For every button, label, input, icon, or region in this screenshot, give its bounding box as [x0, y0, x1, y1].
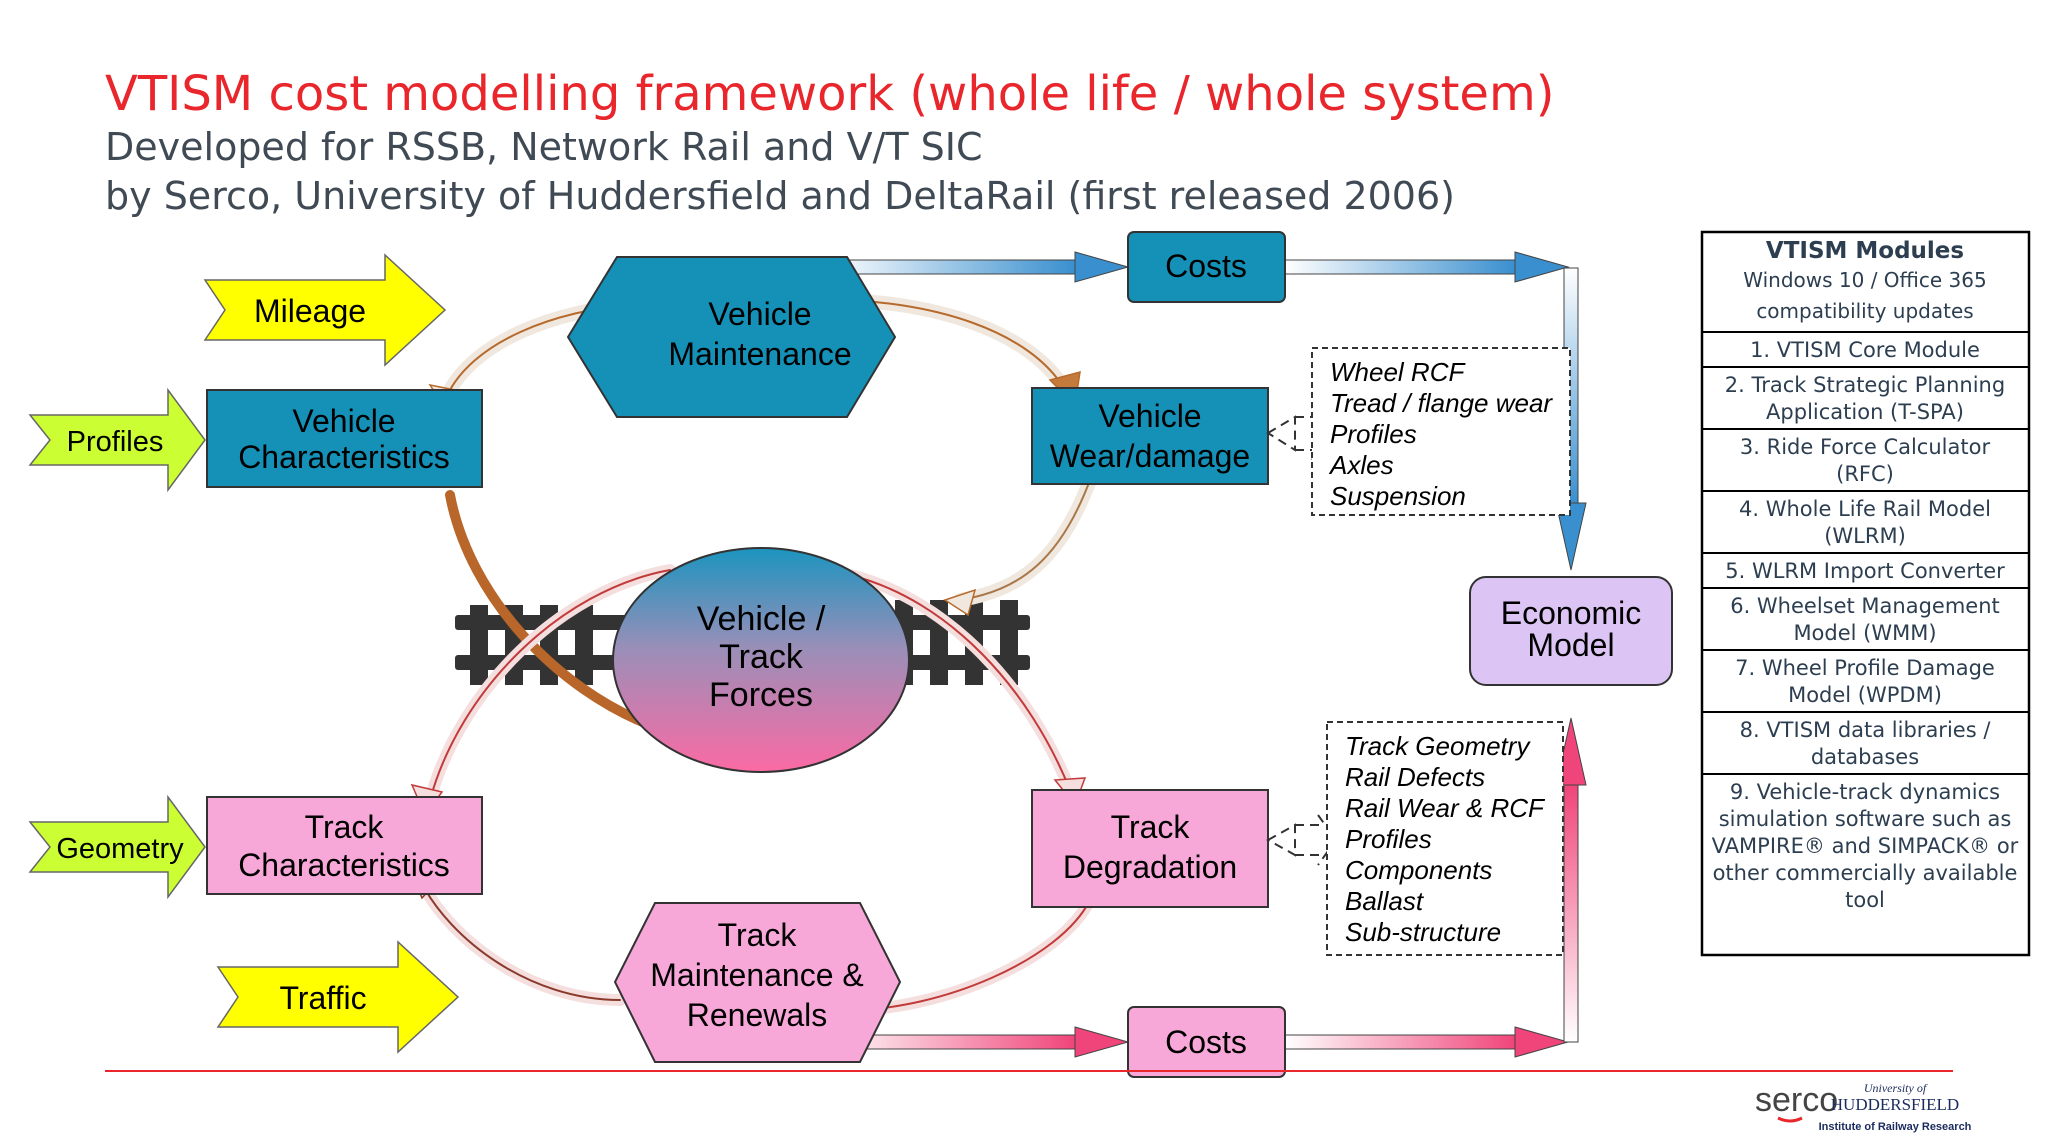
input-arrow-traffic: Traffic: [216, 940, 460, 1054]
traffic-label: Traffic: [279, 980, 366, 1016]
track-degradation-line-2: Degradation: [1063, 849, 1237, 885]
forces-line-3: Forces: [709, 676, 813, 714]
costs-top-label: Costs: [1165, 248, 1247, 284]
track-degradation-detail: Components: [1345, 855, 1492, 885]
modules-title: VTISM Modules: [1766, 238, 1964, 264]
track-maintenance-line-1: Track: [718, 917, 798, 953]
track-characteristics-line-2: Characteristics: [238, 847, 450, 883]
geometry-label: Geometry: [56, 833, 184, 865]
forces-line-2: Track: [719, 638, 804, 676]
track-degradation-detail: Profiles: [1345, 824, 1432, 854]
module-item-9: tool: [1845, 888, 1885, 912]
vehicle-wear-line-1: Vehicle: [1098, 398, 1201, 434]
economic-model-box: Economic Model: [1469, 576, 1673, 686]
subtitle-line-1: Developed for RSSB, Network Rail and V/T…: [105, 125, 983, 169]
serco-logo: serco: [1755, 1081, 1838, 1123]
module-item-4: 4. Whole Life Rail Model: [1739, 497, 1991, 521]
module-item-6: 6. Wheelset Management: [1730, 594, 2000, 618]
track-degradation-details-box: Track Geometry Rail Defects Rail Wear & …: [1326, 721, 1564, 956]
track-characteristics-box: Track Characteristics: [206, 796, 483, 895]
vehicle-maintenance-hexagon: Vehicle Maintenance: [566, 256, 897, 418]
track-degradation-detail: Ballast: [1345, 886, 1425, 916]
track-degradation-detail: Rail Defects: [1345, 762, 1485, 792]
vehicle-maintenance-line-2: Maintenance: [668, 336, 851, 372]
module-item-9: simulation software such as: [1719, 807, 2012, 831]
vehicle-track-forces-ellipse: Vehicle / Track Forces: [612, 547, 910, 773]
economic-model-line-1: Economic: [1501, 595, 1642, 631]
costs-bottom-box: Costs: [1127, 1006, 1286, 1078]
vehicle-wear-detail: Wheel RCF: [1330, 357, 1466, 387]
vehicle-wear-detail: Suspension: [1330, 481, 1466, 511]
module-item-4: (WLRM): [1824, 524, 1906, 548]
huddersfield-logo: University of HUDDERSFIELD Institute of …: [1819, 1081, 1972, 1133]
module-item-1: 1. VTISM Core Module: [1750, 338, 1980, 362]
serco-smile: [1777, 1116, 1803, 1123]
track-degradation-detail: Track Geometry: [1345, 731, 1531, 761]
costs-bottom-label: Costs: [1165, 1024, 1247, 1060]
uni-name-text: HUDDERSFIELD: [1831, 1095, 1959, 1114]
uni-institute-text: Institute of Railway Research: [1819, 1121, 1972, 1133]
flow-arrow-bottom-costs-to-economic: [1284, 717, 1587, 1058]
input-arrow-mileage: Mileage: [203, 253, 447, 367]
vehicle-wear-box: Vehicle Wear/damage: [1031, 387, 1269, 485]
module-item-7: Model (WPDM): [1788, 683, 1942, 707]
page-title: VTISM cost modelling framework (whole li…: [105, 66, 1554, 122]
input-arrow-profiles: Profiles: [28, 387, 206, 493]
module-item-2: Application (T-SPA): [1766, 400, 1964, 424]
module-item-9: VAMPIRE® and SIMPACK® or: [1712, 834, 2019, 858]
forces-line-1: Vehicle /: [697, 600, 826, 638]
vehicle-characteristics-line-2: Characteristics: [238, 439, 450, 475]
module-item-8: databases: [1811, 745, 1919, 769]
module-item-3: 3. Ride Force Calculator: [1740, 435, 1991, 459]
vehicle-characteristics-line-1: Vehicle: [292, 403, 395, 439]
module-item-7: 7. Wheel Profile Damage: [1735, 656, 1995, 680]
subtitle-line-2: by Serco, University of Huddersfield and…: [105, 174, 1455, 218]
costs-top-box: Costs: [1127, 231, 1286, 303]
track-degradation-connector: [1265, 814, 1338, 866]
module-item-6: Model (WMM): [1793, 621, 1936, 645]
module-item-5: 5. WLRM Import Converter: [1725, 559, 2005, 583]
profiles-label: Profiles: [67, 426, 164, 458]
uni-top-text: University of: [1864, 1081, 1928, 1095]
module-item-2: 2. Track Strategic Planning: [1725, 373, 2005, 397]
modules-subtitle-2: compatibility updates: [1756, 299, 1973, 323]
module-item-8: 8. VTISM data libraries /: [1740, 718, 1992, 742]
cycle-arrows: [414, 293, 1097, 1016]
serco-logo-text: serco: [1755, 1081, 1838, 1119]
module-item-9: other commercially available: [1713, 861, 2018, 885]
input-arrow-geometry: Geometry: [28, 794, 206, 900]
module-item-3: (RFC): [1836, 462, 1894, 486]
mileage-label: Mileage: [254, 293, 366, 329]
track-maintenance-hexagon: Track Maintenance & Renewals: [613, 902, 902, 1063]
track-maintenance-line-3: Renewals: [687, 997, 828, 1033]
track-degradation-detail: Sub-structure: [1345, 917, 1501, 947]
economic-model-line-2: Model: [1527, 627, 1614, 663]
track-characteristics-line-1: Track: [305, 809, 385, 845]
vehicle-wear-detail: Axles: [1328, 450, 1394, 480]
track-maintenance-line-2: Maintenance &: [650, 957, 863, 993]
modules-list: 1. VTISM Core Module 2. Track Strategic P…: [1702, 331, 2029, 912]
track-degradation-detail: Rail Wear & RCF: [1345, 793, 1546, 823]
vehicle-wear-line-2: Wear/damage: [1050, 438, 1250, 474]
module-item-9: 9. Vehicle-track dynamics: [1730, 780, 2000, 804]
vehicle-wear-detail: Profiles: [1330, 419, 1417, 449]
vehicle-maintenance-line-1: Vehicle: [708, 296, 811, 332]
modules-subtitle-1: Windows 10 / Office 365: [1743, 268, 1986, 292]
track-degradation-box: Track Degradation: [1031, 789, 1269, 908]
modules-panel: VTISM Modules Windows 10 / Office 365 co…: [1700, 230, 2031, 957]
vehicle-wear-details-box: Wheel RCF Tread / flange wear Profiles A…: [1311, 347, 1571, 516]
vehicle-wear-detail: Tread / flange wear: [1330, 388, 1553, 418]
flow-arrow-renewals-to-costs: [824, 1026, 1130, 1058]
flow-arrow-maintenance-to-costs: [824, 251, 1130, 283]
vehicle-characteristics-box: Vehicle Characteristics: [206, 389, 483, 488]
track-degradation-line-1: Track: [1111, 809, 1191, 845]
